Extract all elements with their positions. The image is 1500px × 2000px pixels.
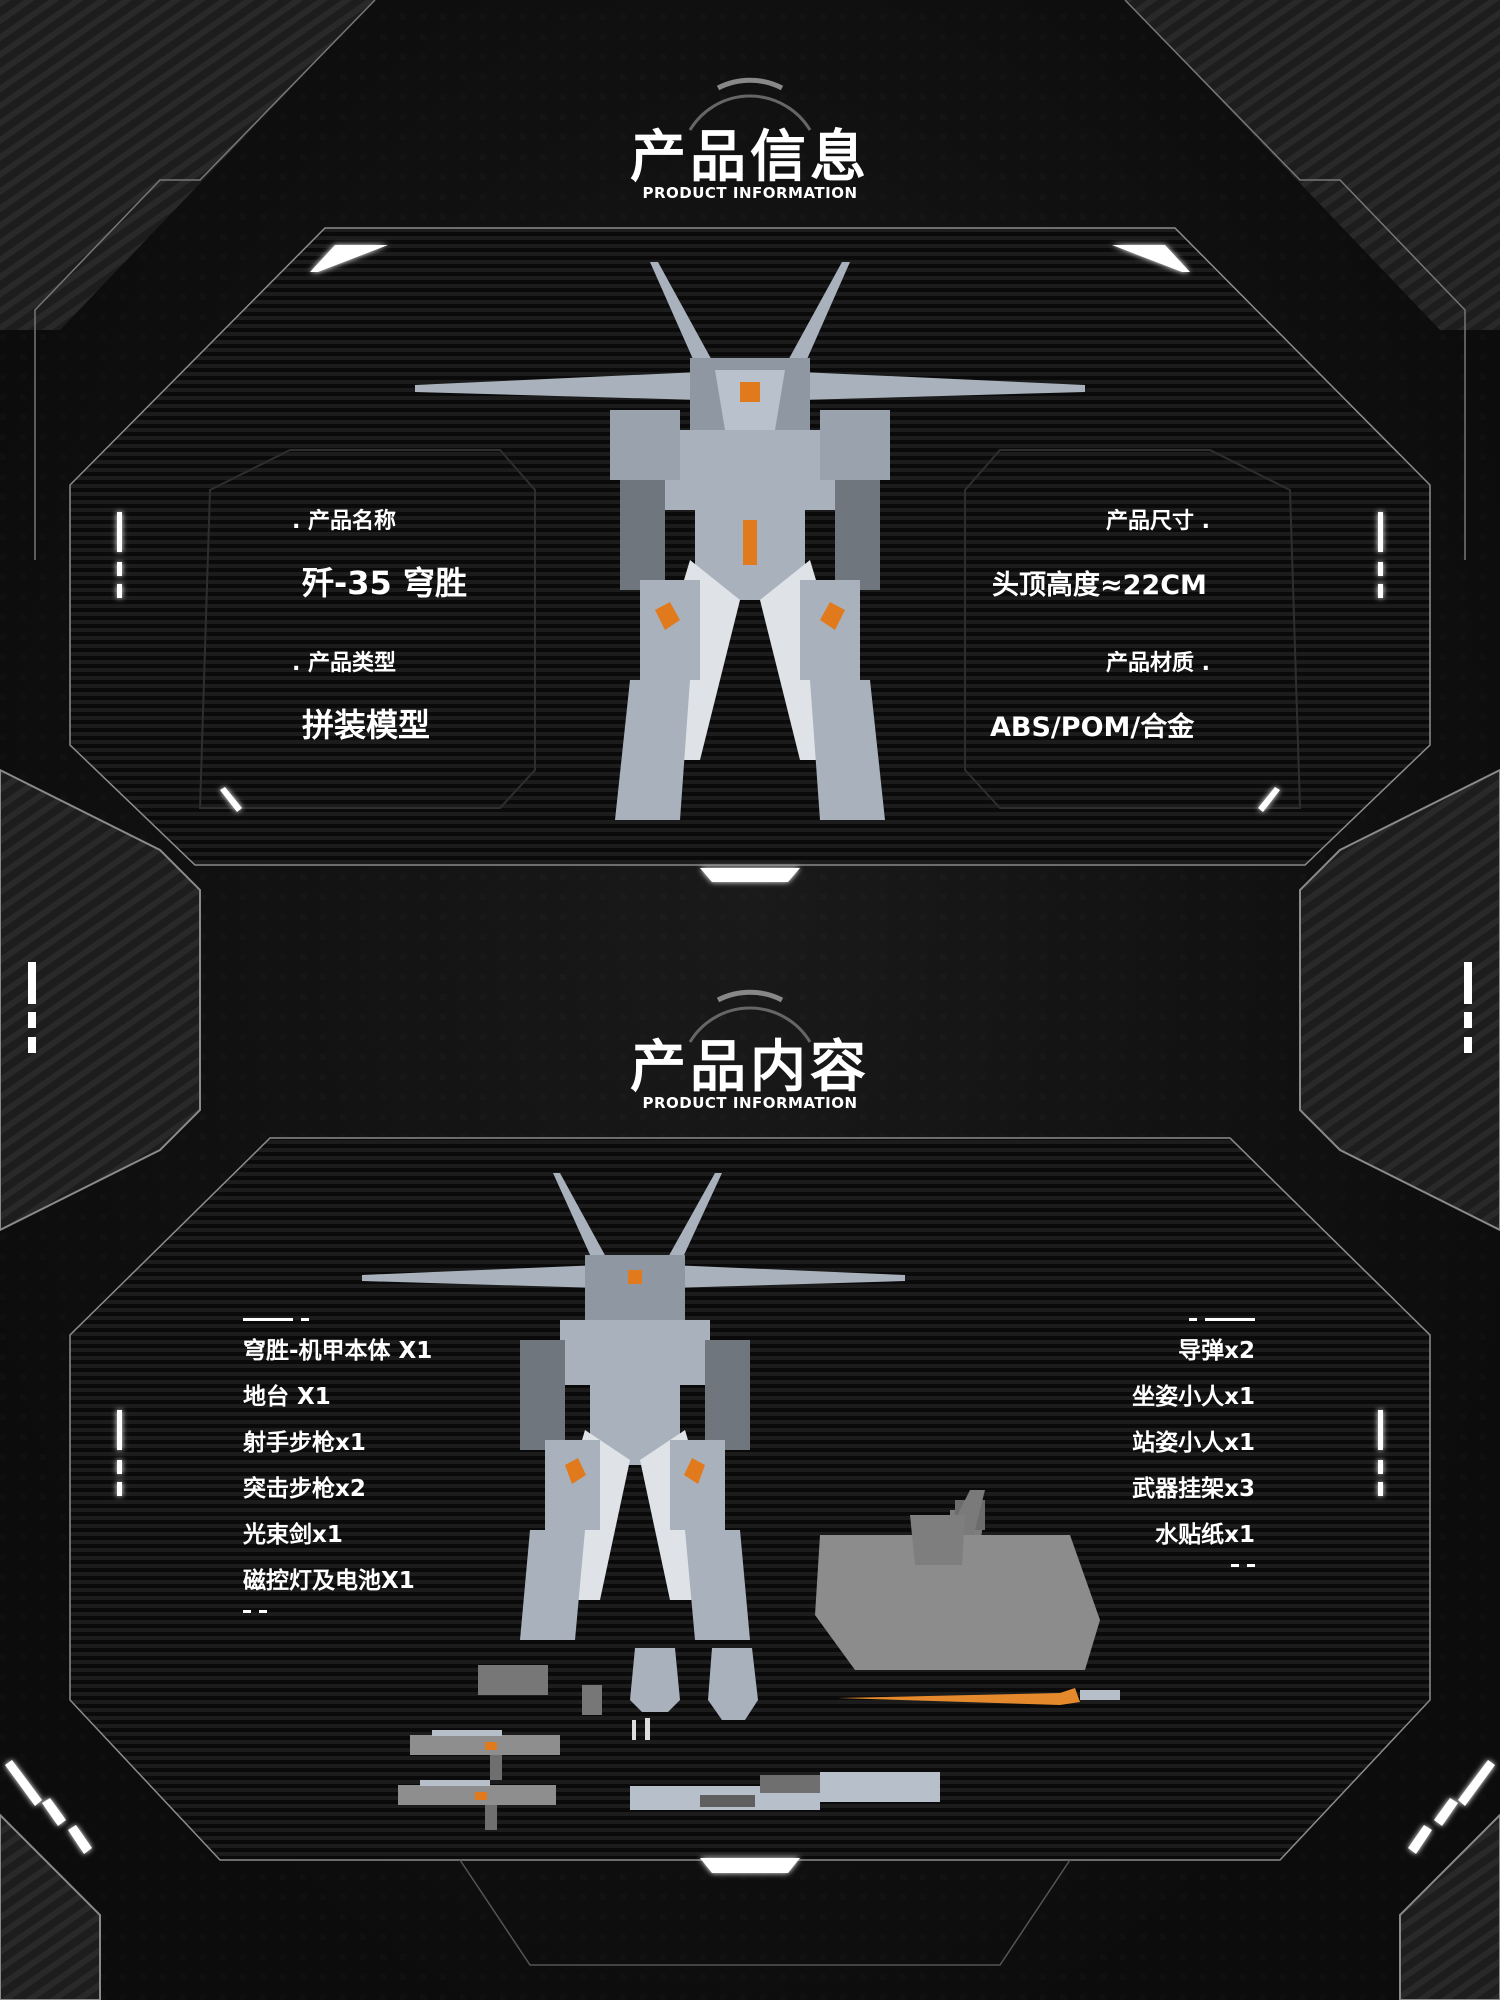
list-item: 光束剑x1 bbox=[243, 1522, 343, 1548]
product-size-value: 头顶高度≈22CM bbox=[992, 570, 1207, 601]
section-contents-title: 产品内容 bbox=[630, 1035, 870, 1100]
section-info-title: 产品信息 bbox=[630, 125, 870, 190]
rifle-image bbox=[398, 1730, 940, 1830]
product-name-value: 歼-35 穹胜 bbox=[302, 564, 467, 602]
side-marker-icon bbox=[28, 962, 1472, 1053]
section-contents-subtitle: PRODUCT INFORMATION bbox=[642, 1094, 858, 1112]
list-item: 穹胜-机甲本体 X1 bbox=[243, 1338, 433, 1364]
list-divider-bottom bbox=[1132, 1558, 1255, 1572]
list-item: 磁控灯及电池X1 bbox=[243, 1568, 415, 1594]
contents-left-list: 穹胜-机甲本体 X1 地台 X1 射手步枪x1 突击步枪x2 光束剑x1 磁控灯… bbox=[243, 1310, 432, 1618]
list-item: 突击步枪x2 bbox=[243, 1476, 366, 1502]
robot-figure-image-contents bbox=[362, 1173, 905, 1640]
product-type-label: . 产品类型 bbox=[292, 651, 397, 676]
list-divider-top bbox=[243, 1310, 432, 1328]
list-item: 站姿小人x1 bbox=[1132, 1430, 1255, 1456]
product-material-label: 产品材质 . bbox=[1105, 651, 1210, 676]
list-item: 水贴纸x1 bbox=[1155, 1522, 1255, 1548]
display-stand-image bbox=[815, 1490, 1100, 1670]
list-divider-bottom bbox=[243, 1604, 432, 1618]
beam-sword-image bbox=[838, 1688, 1120, 1705]
product-type-value: 拼装模型 bbox=[302, 706, 431, 744]
product-name-label: . 产品名称 bbox=[292, 509, 397, 534]
list-item: 坐姿小人x1 bbox=[1132, 1384, 1255, 1410]
product-material-value: ABS/POM/合金 bbox=[990, 712, 1195, 743]
section-info-subtitle: PRODUCT INFORMATION bbox=[642, 184, 858, 202]
list-item: 地台 X1 bbox=[243, 1384, 331, 1410]
accessory-parts-image bbox=[478, 1648, 758, 1740]
list-divider-top bbox=[1132, 1310, 1255, 1328]
list-item: 武器挂架x3 bbox=[1132, 1476, 1255, 1502]
list-item: 导弹x2 bbox=[1178, 1338, 1255, 1364]
product-size-label: 产品尺寸 . bbox=[1105, 509, 1210, 534]
contents-right-list: 导弹x2 坐姿小人x1 站姿小人x1 武器挂架x3 水贴纸x1 bbox=[1132, 1310, 1255, 1572]
robot-figure-image bbox=[415, 262, 1085, 820]
list-item: 射手步枪x1 bbox=[243, 1430, 366, 1456]
